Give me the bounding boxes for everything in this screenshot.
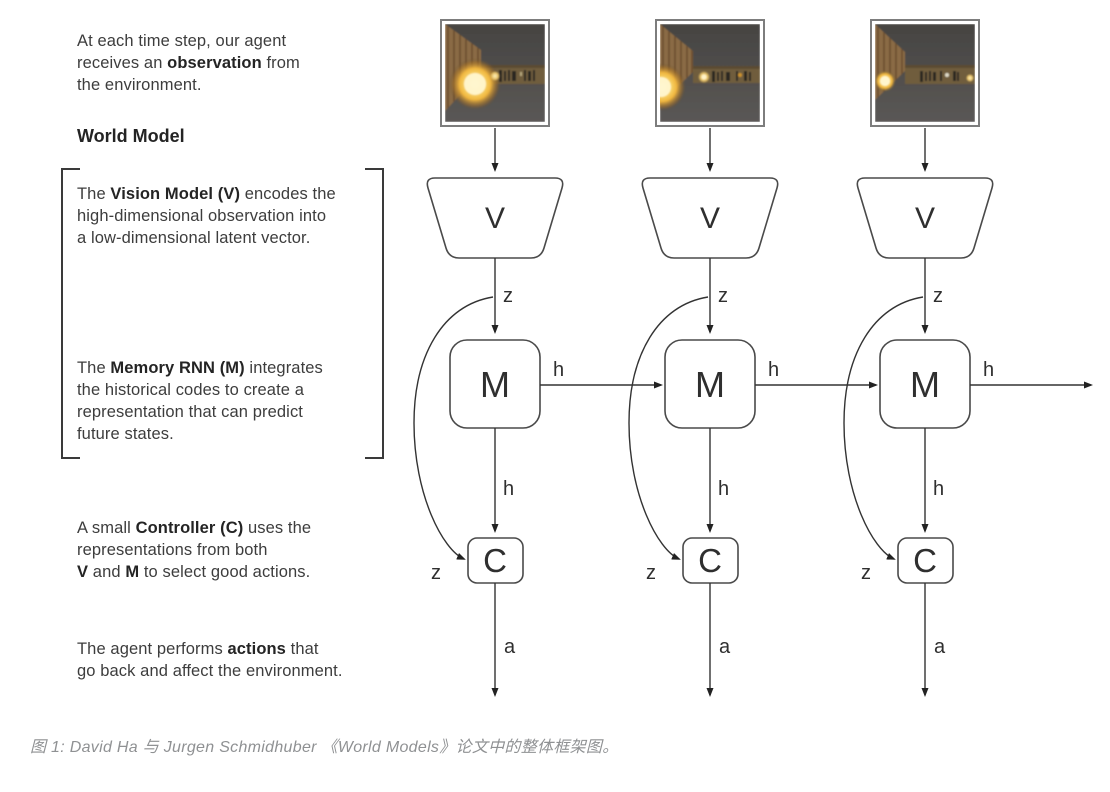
vision-note: The Vision Model (V) encodes the high-di…: [77, 183, 422, 249]
column-2: V z z M h h C a: [628, 128, 878, 697]
memory-label: M: [910, 364, 940, 405]
figure-caption: 图 1: David Ha 与 Jurgen Schmidhuber 《Worl…: [30, 739, 619, 756]
bracket-right: [365, 168, 384, 459]
z-input-label: z: [431, 562, 441, 584]
fireball-core: [660, 77, 671, 97]
action-label: a: [934, 636, 946, 658]
scene-light-dot: [738, 73, 742, 77]
memory-label: M: [695, 364, 725, 405]
hidden-state-label: h: [553, 359, 564, 381]
scene-far-wall-shade: [481, 65, 545, 68]
bracket-left: [61, 168, 80, 459]
right-orb: [966, 74, 974, 82]
vision-label: V: [915, 202, 935, 235]
hidden-to-c-label: h: [503, 478, 514, 500]
scene-wall-marks: [712, 71, 751, 82]
observation-note-bold: observation: [167, 54, 262, 72]
column-3: V z z M h h C a: [843, 128, 1093, 697]
actions-note-text: The agent performs: [77, 640, 228, 658]
z-to-c-curve-arrow: [843, 296, 924, 560]
world-model-heading: World Model: [77, 126, 185, 146]
vision-node: [856, 177, 994, 259]
scene-wall-marks: [920, 71, 959, 82]
vision-note-text: The: [77, 185, 111, 203]
scene-wall-marks: [499, 70, 535, 82]
observation-image-2: [655, 19, 765, 127]
hidden-to-c-label: h: [718, 478, 729, 500]
hidden-state-label: h: [768, 359, 779, 381]
hidden-state-label: h: [983, 359, 994, 381]
vision-node: [426, 177, 564, 259]
fireball-core: [880, 76, 890, 86]
architecture-diagram: V z z M h h C a V z z M: [413, 128, 1093, 697]
small-orb-core: [701, 74, 707, 80]
vision-label: V: [485, 202, 505, 235]
vision-node: [641, 177, 779, 259]
memory-note: The Memory RNN (M) integrates the histor…: [77, 357, 422, 445]
observation-note: At each time step, our agent receives an…: [77, 30, 422, 96]
memory-label: M: [480, 364, 510, 405]
latent-z-label: z: [933, 285, 943, 307]
scene-far-wall-shade: [905, 65, 975, 68]
action-label: a: [719, 636, 731, 658]
controller-note-text: A small: [77, 519, 136, 537]
controller-note-text-2: uses the representations from both: [77, 519, 312, 559]
action-label: a: [504, 636, 516, 658]
small-orb: [490, 71, 500, 81]
controller-note-text-4: to select good actions.: [139, 563, 311, 581]
z-input-label: z: [861, 562, 871, 584]
observation-image-3: [870, 19, 980, 127]
scene-light-dot: [520, 72, 522, 76]
vision-note-text-2: encodes the high-dimensional observation…: [77, 185, 336, 247]
controller-note-bold: Controller (C): [135, 519, 244, 537]
memory-note-bold: Memory RNN (M): [110, 359, 245, 377]
world-model-bracket: [61, 168, 384, 459]
observation-scene-2: [660, 24, 760, 122]
memory-note-text: The: [77, 359, 111, 377]
actions-note-text-2: that go back and affect the environment.: [77, 640, 343, 680]
actions-note-bold: actions: [227, 640, 286, 658]
scene-far-wall-shade: [693, 66, 760, 69]
observation-scene-1: [445, 24, 545, 122]
observation-note-text: At each time step, our agent receives an: [77, 32, 287, 72]
vision-label: V: [700, 202, 720, 235]
latent-z-label: z: [718, 285, 728, 307]
controller-note-text-3: and: [88, 563, 126, 581]
controller-note-bold-v: V: [77, 563, 89, 581]
z-to-c-curve-arrow: [628, 296, 709, 560]
controller-note-bold-m: M: [125, 563, 140, 581]
observation-note-text-2: from the environment.: [77, 54, 300, 94]
column-1: V z z M h h C a: [413, 128, 663, 697]
observation-image-1: [440, 19, 550, 127]
controller-label: C: [913, 542, 937, 579]
controller-note: A small Controller (C) uses the represen…: [77, 517, 422, 583]
observation-scene-3: [875, 24, 975, 122]
controller-label: C: [698, 542, 722, 579]
scene-light-dot: [945, 73, 949, 77]
z-to-c-curve-arrow: [413, 296, 494, 560]
hidden-to-c-label: h: [933, 478, 944, 500]
fireball-core: [464, 73, 486, 95]
z-input-label: z: [646, 562, 656, 584]
vision-note-bold: Vision Model (V): [110, 185, 241, 203]
latent-z-label: z: [503, 285, 513, 307]
memory-note-text-2: integrates the historical codes to creat…: [77, 359, 323, 443]
actions-note: The agent performs actions that go back …: [77, 638, 422, 682]
fireball-glow: [660, 63, 686, 111]
controller-label: C: [483, 542, 507, 579]
